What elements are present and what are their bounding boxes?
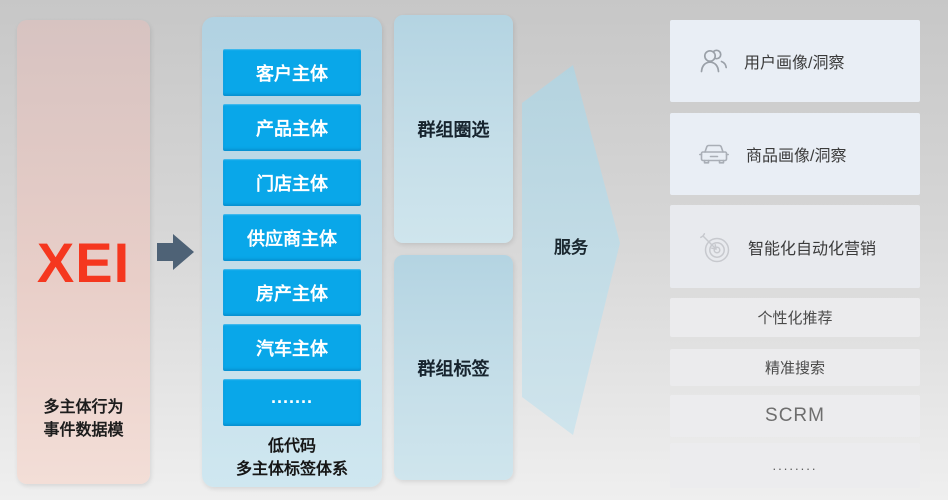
output-auto-marketing: 智能化自动化营销 bbox=[670, 205, 920, 288]
tag-caption-line1: 低代码 bbox=[267, 438, 316, 455]
output-label: ........ bbox=[772, 458, 818, 473]
service-arrow-label: 服务 bbox=[554, 237, 588, 257]
right-arrow-icon bbox=[157, 231, 195, 273]
tag-panel-caption: 低代码 多主体标签体系 bbox=[202, 435, 382, 481]
car-icon bbox=[696, 139, 732, 169]
tag-caption-line2: 多主体标签体系 bbox=[235, 461, 348, 479]
tag-box-more: ······· bbox=[223, 379, 361, 426]
output-label: 个性化推荐 bbox=[757, 310, 833, 327]
output-more: ........ bbox=[670, 443, 920, 488]
output-user-insight: 用户画像/洞察 bbox=[670, 20, 920, 102]
xei-caption-line1: 多主体行为 bbox=[43, 398, 124, 416]
tag-box-supplier: 供应商主体 bbox=[223, 214, 361, 261]
tag-box-realestate: 房产主体 bbox=[223, 269, 361, 316]
tag-box-car: 汽车主体 bbox=[223, 324, 361, 371]
tag-box-customer: 客户主体 bbox=[223, 49, 361, 96]
output-label: 精准搜索 bbox=[764, 360, 825, 377]
group-tag-label: 群组标签 bbox=[417, 358, 490, 379]
xei-caption: 多主体行为 事件数据模 bbox=[17, 396, 150, 442]
xei-caption-line2: 事件数据模 bbox=[43, 421, 124, 439]
xei-source-panel: XEI 多主体行为 事件数据模 bbox=[17, 20, 150, 484]
service-arrow-shape bbox=[520, 63, 622, 437]
output-label: 智能化自动化营销 bbox=[748, 240, 877, 258]
tag-box-store: 门店主体 bbox=[223, 159, 361, 206]
group-tag-panel: 群组标签 bbox=[394, 255, 513, 480]
output-scrm: SCRM bbox=[670, 395, 920, 437]
output-precise-search: 精准搜索 bbox=[670, 349, 920, 386]
user-icon bbox=[696, 44, 730, 78]
output-goods-insight: 商品画像/洞察 bbox=[670, 113, 920, 195]
tag-system-panel: 客户主体 产品主体 门店主体 供应商主体 房产主体 汽车主体 ······· 低… bbox=[202, 17, 382, 487]
output-personalized-recommend: 个性化推荐 bbox=[670, 298, 920, 337]
output-label: SCRM bbox=[765, 405, 825, 426]
tag-box-product: 产品主体 bbox=[223, 104, 361, 151]
group-select-panel: 群组圈选 bbox=[394, 15, 513, 243]
output-label: 商品画像/洞察 bbox=[746, 148, 847, 165]
group-select-label: 群组圈选 bbox=[417, 120, 490, 140]
output-label: 用户画像/洞察 bbox=[744, 55, 845, 72]
tag-box-list: 客户主体 产品主体 门店主体 供应商主体 房产主体 汽车主体 ······· bbox=[223, 49, 361, 426]
target-icon bbox=[696, 228, 734, 266]
xei-title: XEI bbox=[36, 231, 131, 294]
